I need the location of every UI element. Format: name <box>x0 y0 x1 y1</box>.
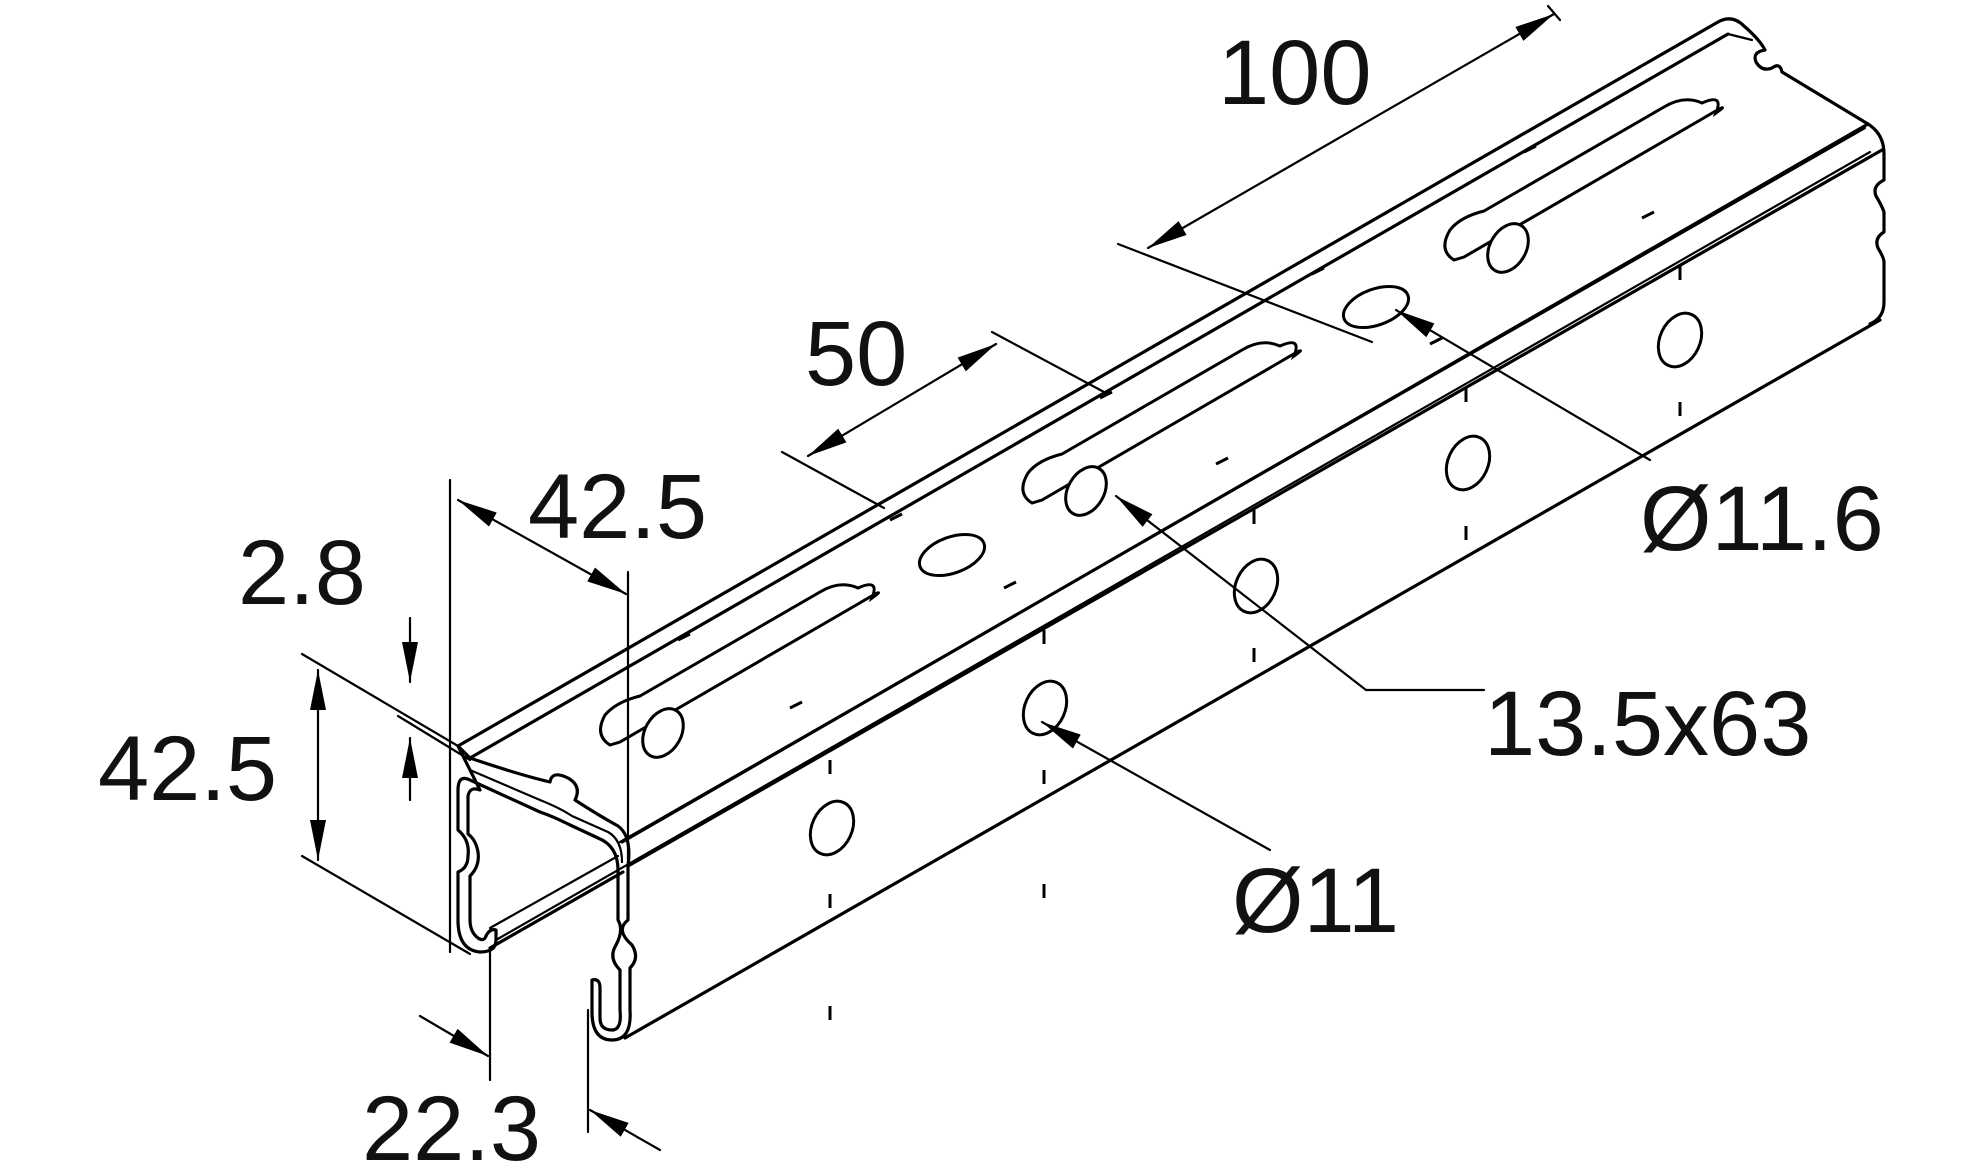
slot-2 <box>1021 341 1302 505</box>
dim-label-flange-width: 42.5 <box>528 456 707 558</box>
top-holes <box>917 284 1411 578</box>
side-holes <box>808 311 1704 857</box>
slot-3 <box>1443 98 1724 262</box>
dim-label-slot-size: 13.5x63 <box>1484 673 1811 775</box>
tick-marks <box>677 144 1682 1020</box>
top-hole-1 <box>917 532 987 578</box>
slot-1 <box>599 583 880 747</box>
dim-label-height: 42.5 <box>98 718 277 820</box>
dim-label-slot-opening: 22.3 <box>362 1078 541 1175</box>
dim-label-100: 100 <box>1218 22 1372 124</box>
dim-label-wall-thickness: 2.8 <box>238 522 366 624</box>
dim-label-side-hole: Ø11 <box>1232 850 1399 952</box>
dimension-lines <box>300 4 1652 1152</box>
dim-label-top-hole: Ø11.6 <box>1640 468 1884 570</box>
top-hole-2 <box>1341 284 1411 330</box>
dim-label-50: 50 <box>805 303 907 405</box>
channel-body <box>456 17 1886 1042</box>
top-slots <box>599 98 1724 759</box>
